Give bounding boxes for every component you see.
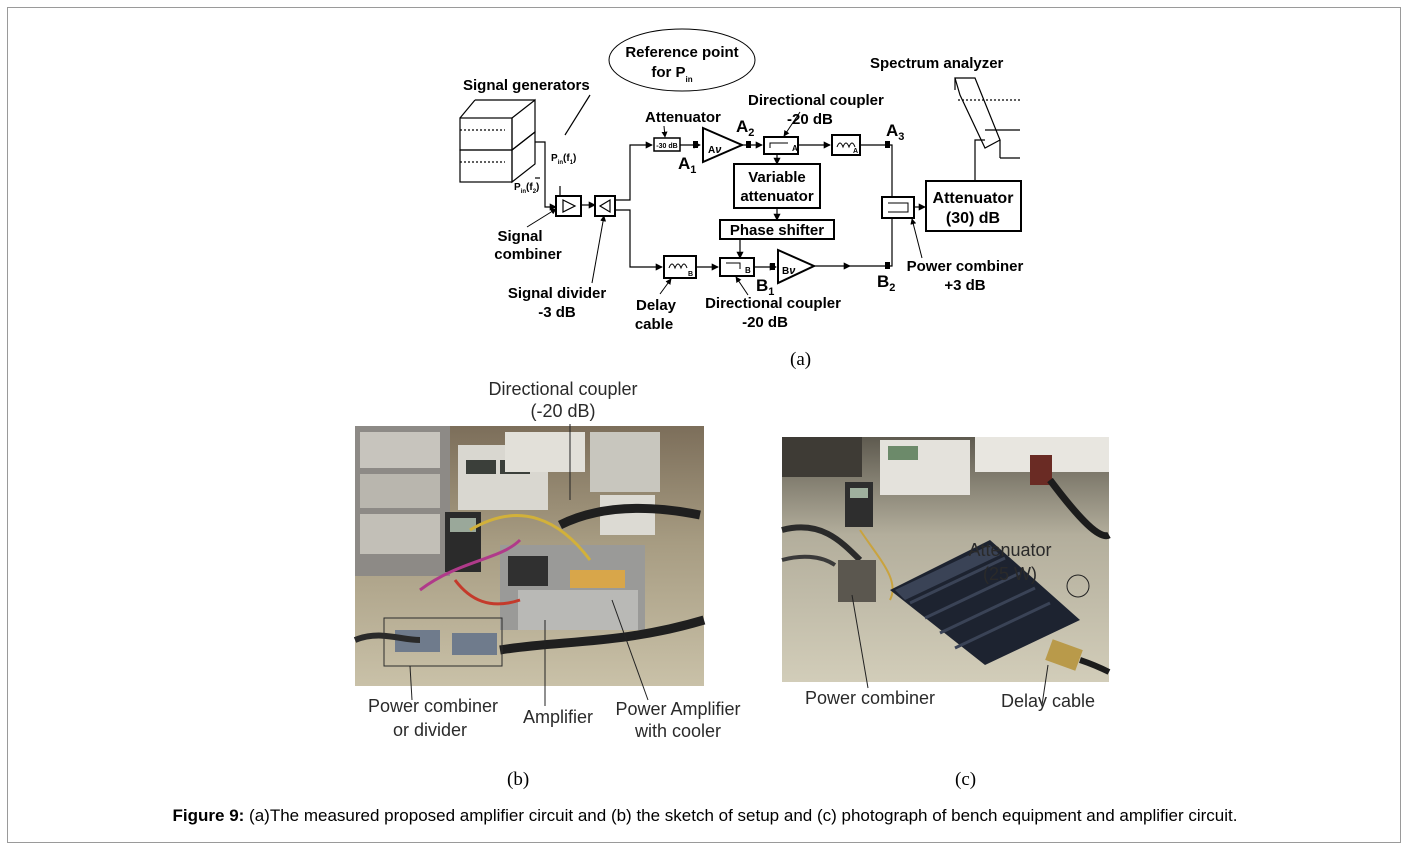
svg-text:(-20 dB): (-20 dB) xyxy=(530,401,595,421)
svg-text:-3 dB: -3 dB xyxy=(538,304,576,321)
b1-label: B1 xyxy=(756,276,774,298)
photo-c-attenuator-label: Attenuator xyxy=(968,540,1051,560)
figure-frame xyxy=(7,7,1401,843)
delay-cable-box xyxy=(663,255,697,279)
a2-label: A2 xyxy=(736,117,754,139)
svg-text:attenuator: attenuator xyxy=(740,188,814,205)
svg-text:cable: cable xyxy=(635,316,673,333)
photo-c-power-combiner-label: Power combiner xyxy=(805,688,935,708)
attenuator-box xyxy=(653,137,681,152)
reference-point-callout xyxy=(608,28,756,92)
svg-text:for Pin: for Pin xyxy=(651,64,692,84)
svg-text:+3 dB: +3 dB xyxy=(944,277,985,294)
spectrum-analyzer-label: Spectrum analyzer xyxy=(870,55,1004,72)
photo-b-amplifier-label: Amplifier xyxy=(523,707,593,727)
attenuator-30db-box xyxy=(925,180,1022,232)
photo-b-power-amplifier-label: Power Amplifier xyxy=(615,699,740,719)
svg-text:Reference point: Reference point xyxy=(625,44,738,61)
svg-text:Aν: Aν xyxy=(708,144,722,156)
svg-text:A: A xyxy=(853,148,858,155)
svg-text:Bν: Bν xyxy=(782,265,796,277)
svg-text:(30) dB: (30) dB xyxy=(946,210,1000,227)
signal-generators-icon xyxy=(459,98,536,184)
amplifier-b-icon xyxy=(777,248,817,285)
b2-label: B2 xyxy=(877,272,895,294)
a3-label: A3 xyxy=(886,121,904,143)
directional-coupler-a-box xyxy=(763,136,799,155)
attenuator-label: Attenuator xyxy=(645,109,721,126)
svg-text:B: B xyxy=(688,271,693,278)
subcaption-c: (c) xyxy=(955,769,977,790)
svg-text:A: A xyxy=(792,144,798,153)
pin-f1-label: Pin(f1) xyxy=(551,153,576,166)
spectrum-analyzer-icon xyxy=(954,77,1020,159)
amplifier-a-icon xyxy=(702,126,745,164)
svg-text:with cooler: with cooler xyxy=(634,721,721,741)
svg-text:combiner: combiner xyxy=(494,246,562,263)
signal-combiner-label: Signal xyxy=(497,228,542,245)
directional-coupler-bottom-label: Directional coupler xyxy=(705,295,841,312)
svg-text:-20 dB: -20 dB xyxy=(787,111,833,128)
power-combiner-label: Power combiner xyxy=(907,258,1024,275)
svg-text:Attenuator: Attenuator xyxy=(933,190,1014,207)
subcaption-b: (b) xyxy=(507,769,530,790)
svg-text:(25 W): (25 W) xyxy=(983,564,1037,584)
signal-combiner-box xyxy=(555,195,582,217)
figure-caption-prefix: Figure 9: xyxy=(172,806,245,825)
signal-divider-label: Signal divider xyxy=(508,285,607,302)
subcaption-a: (a) xyxy=(790,349,812,370)
figure-caption-text: (a)The measured proposed amplifier circu… xyxy=(244,806,1238,825)
directional-coupler-top-label: Directional coupler xyxy=(748,92,884,109)
variable-attenuator-box xyxy=(733,163,821,209)
signal-generators-label: Signal generators xyxy=(463,77,590,94)
power-combiner-box xyxy=(881,196,915,219)
a1-label: A1 xyxy=(678,154,696,176)
photo-c-delay-cable-label: Delay cable xyxy=(1001,691,1095,711)
svg-text:-30 dB: -30 dB xyxy=(656,143,677,150)
svg-text:Variable: Variable xyxy=(748,169,806,186)
svg-text:-20 dB: -20 dB xyxy=(742,314,788,331)
svg-text:B: B xyxy=(745,266,751,275)
photo-b-power-combiner-label: Power combiner xyxy=(368,696,498,716)
phase-shifter-box xyxy=(719,219,835,240)
photo-b-directional-coupler-label: Directional coupler xyxy=(488,379,637,399)
filter-a-box xyxy=(831,134,861,156)
svg-text:Phase shifter: Phase shifter xyxy=(730,222,824,239)
pin-f2-label: Pin(f2) xyxy=(514,182,539,195)
figure-caption: Figure 9: (a)The measured proposed ampli… xyxy=(0,806,1410,826)
wires xyxy=(535,94,985,271)
svg-text:or divider: or divider xyxy=(393,720,467,740)
delay-cable-label: Delay xyxy=(636,297,677,314)
